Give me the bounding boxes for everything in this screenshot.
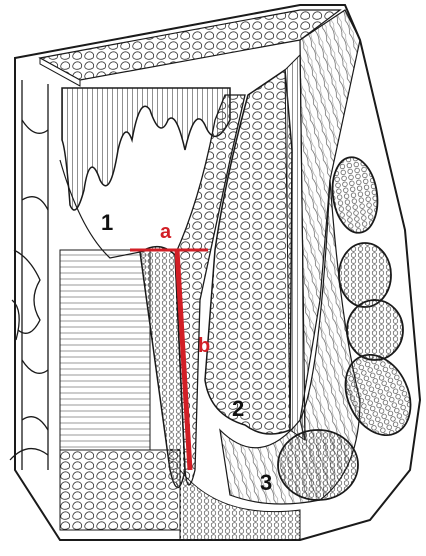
tissue-block xyxy=(9,4,422,541)
label-3: 3 xyxy=(260,470,272,495)
structure-labels: 1 2 3 xyxy=(101,210,272,495)
vessel-network xyxy=(9,80,49,470)
lobule-bundles xyxy=(277,156,412,501)
measurement-annotations: a b xyxy=(130,221,210,471)
label-2: 2 xyxy=(232,396,244,421)
measurement-b-line xyxy=(174,249,193,471)
label-b: b xyxy=(198,335,210,357)
label-1: 1 xyxy=(101,210,113,235)
label-a: a xyxy=(160,221,172,243)
